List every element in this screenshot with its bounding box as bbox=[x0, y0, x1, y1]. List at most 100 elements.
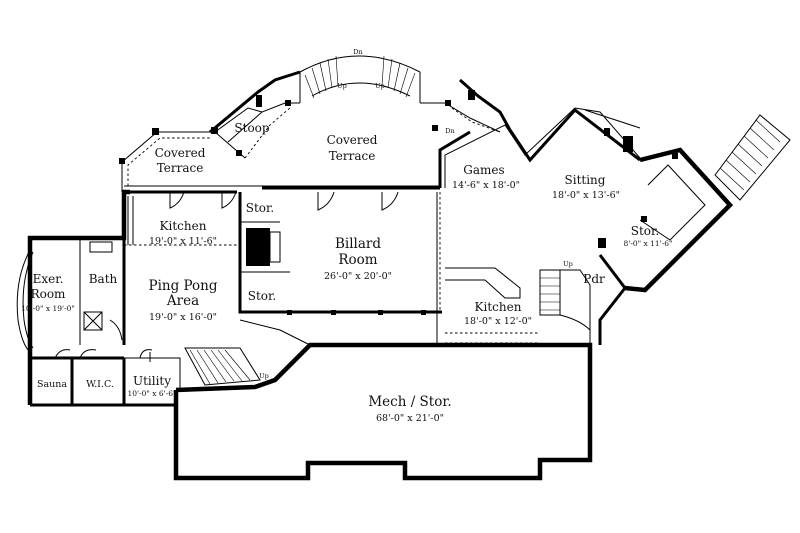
top-terrace-dashed bbox=[244, 107, 501, 159]
column-post bbox=[211, 127, 218, 134]
billard-label-1: Billard bbox=[335, 236, 381, 252]
column-post bbox=[604, 128, 610, 136]
central-stair-treads bbox=[189, 349, 251, 385]
utility-wall bbox=[124, 352, 181, 390]
covered-terrace-top-label-1: Covered bbox=[327, 133, 378, 147]
games-label: Games bbox=[463, 163, 504, 177]
up-stair-right-label: Up bbox=[563, 260, 573, 268]
kitchen-left-counter bbox=[127, 196, 134, 245]
games-north-inner bbox=[444, 107, 576, 188]
column-post bbox=[445, 100, 451, 106]
games-north-wall bbox=[438, 130, 471, 188]
utility-door bbox=[139, 349, 153, 359]
stair-curve bbox=[559, 314, 591, 331]
central-stair bbox=[184, 347, 261, 386]
dn-top-label: Dn bbox=[353, 48, 362, 56]
billard-label-2: Room bbox=[338, 252, 377, 268]
right-stair-treads bbox=[719, 119, 781, 191]
column-post bbox=[598, 238, 606, 248]
column-post bbox=[641, 216, 647, 222]
column-post bbox=[468, 90, 475, 100]
sauna-wic-wall bbox=[30, 356, 126, 405]
kitchen-right-label: Kitchen bbox=[475, 300, 522, 314]
column-post bbox=[152, 128, 159, 135]
top-stair-arc-inner bbox=[311, 82, 411, 97]
exer-dims: 10'-0" x 19'-0" bbox=[21, 304, 75, 313]
up-stair-mid-label: Up bbox=[259, 372, 269, 380]
stor-upper-label: Stor. bbox=[246, 201, 275, 215]
kitchen-right-east bbox=[560, 269, 591, 345]
kitchen-right-dims: 18'-0" x 12'-0" bbox=[464, 316, 532, 327]
games-dims: 14'-6" x 18'-0" bbox=[452, 180, 520, 191]
utility-dims: 10'-0" x 6'-6" bbox=[128, 389, 177, 398]
north-door-2 bbox=[381, 191, 399, 211]
ping-pong-label-1: Ping Pong bbox=[148, 278, 217, 294]
stoop-label: Stoop bbox=[234, 121, 269, 135]
covered-terrace-left-label-2: Terrace bbox=[157, 161, 204, 175]
column-post bbox=[432, 125, 438, 131]
column-post bbox=[672, 153, 678, 159]
top-terrace-inner bbox=[227, 102, 501, 143]
billard-dims: 26'-0" x 20'-0" bbox=[324, 271, 392, 282]
stoop-box bbox=[214, 107, 263, 133]
central-wall-diag bbox=[239, 319, 311, 346]
mech-label: Mech / Stor. bbox=[368, 394, 451, 410]
fireplace-right bbox=[623, 136, 633, 152]
north-door-3 bbox=[169, 191, 185, 209]
north-door-4 bbox=[221, 191, 237, 209]
top-stair-treads bbox=[304, 55, 416, 99]
sitting-dims: 18'-0" x 13'-6" bbox=[552, 190, 620, 201]
stor-right-label: Stor. bbox=[631, 224, 660, 238]
left-bottom-wall bbox=[30, 390, 178, 407]
billard-west-wall bbox=[238, 192, 442, 314]
kitchen-right-base bbox=[445, 332, 540, 344]
covered-terrace-top-label-2: Terrace bbox=[329, 149, 376, 163]
column-post bbox=[119, 158, 125, 164]
right-stair-box bbox=[539, 269, 561, 316]
bath-door bbox=[109, 319, 123, 341]
hearth bbox=[269, 231, 281, 263]
bath-label: Bath bbox=[89, 272, 118, 286]
column-post bbox=[236, 150, 242, 156]
right-stair-outline bbox=[714, 114, 791, 201]
up-right-label: Up bbox=[375, 82, 385, 90]
stor-right-wall bbox=[624, 147, 734, 293]
kitchen-left-dims: 19'-0" x 11'-6" bbox=[149, 236, 217, 247]
left-curve-wall bbox=[16, 249, 31, 353]
column-post bbox=[256, 95, 262, 107]
fireplace-left bbox=[246, 228, 270, 266]
top-stair-sides bbox=[299, 72, 421, 103]
wic-door bbox=[79, 349, 97, 359]
exer-label-1: Exer. bbox=[33, 272, 64, 286]
stor-right-inner bbox=[639, 164, 706, 241]
top-terrace-wall bbox=[209, 70, 512, 134]
terrace-left-dashed bbox=[127, 137, 212, 186]
north-door-1 bbox=[317, 191, 335, 211]
sauna-label: Sauna bbox=[37, 379, 67, 390]
stor-right-dims: 8'-0" x 11'-6" bbox=[624, 239, 673, 248]
ping-pong-dims: 19'-0" x 16'-0" bbox=[149, 312, 217, 323]
right-stair-mid-treads bbox=[540, 277, 560, 311]
pdr-label: Pdr bbox=[583, 272, 605, 286]
billard-columns bbox=[287, 310, 426, 315]
left-curve-inner bbox=[22, 251, 34, 349]
pdr-wall bbox=[598, 254, 627, 345]
column-post bbox=[285, 100, 291, 106]
top-stair-arc-outer bbox=[299, 55, 421, 73]
exer-label-2: Room bbox=[31, 287, 66, 301]
mech-dims: 68'-0" x 21'-0" bbox=[376, 413, 444, 424]
stor-lower-label: Stor. bbox=[248, 289, 277, 303]
kitchen-left-label: Kitchen bbox=[160, 219, 207, 233]
kitchen-right-counter bbox=[445, 267, 521, 299]
covered-terrace-left-label-1: Covered bbox=[155, 146, 206, 160]
bath-fixtures bbox=[83, 241, 113, 331]
sauna-door bbox=[54, 349, 71, 359]
mech-outline-wall bbox=[173, 342, 593, 481]
utility-label: Utility bbox=[133, 374, 171, 388]
ping-pong-label-2: Area bbox=[166, 293, 199, 309]
up-left-label: Up bbox=[337, 82, 347, 90]
sitting-label: Sitting bbox=[565, 173, 606, 187]
dn-right-label: Dn bbox=[445, 127, 454, 135]
